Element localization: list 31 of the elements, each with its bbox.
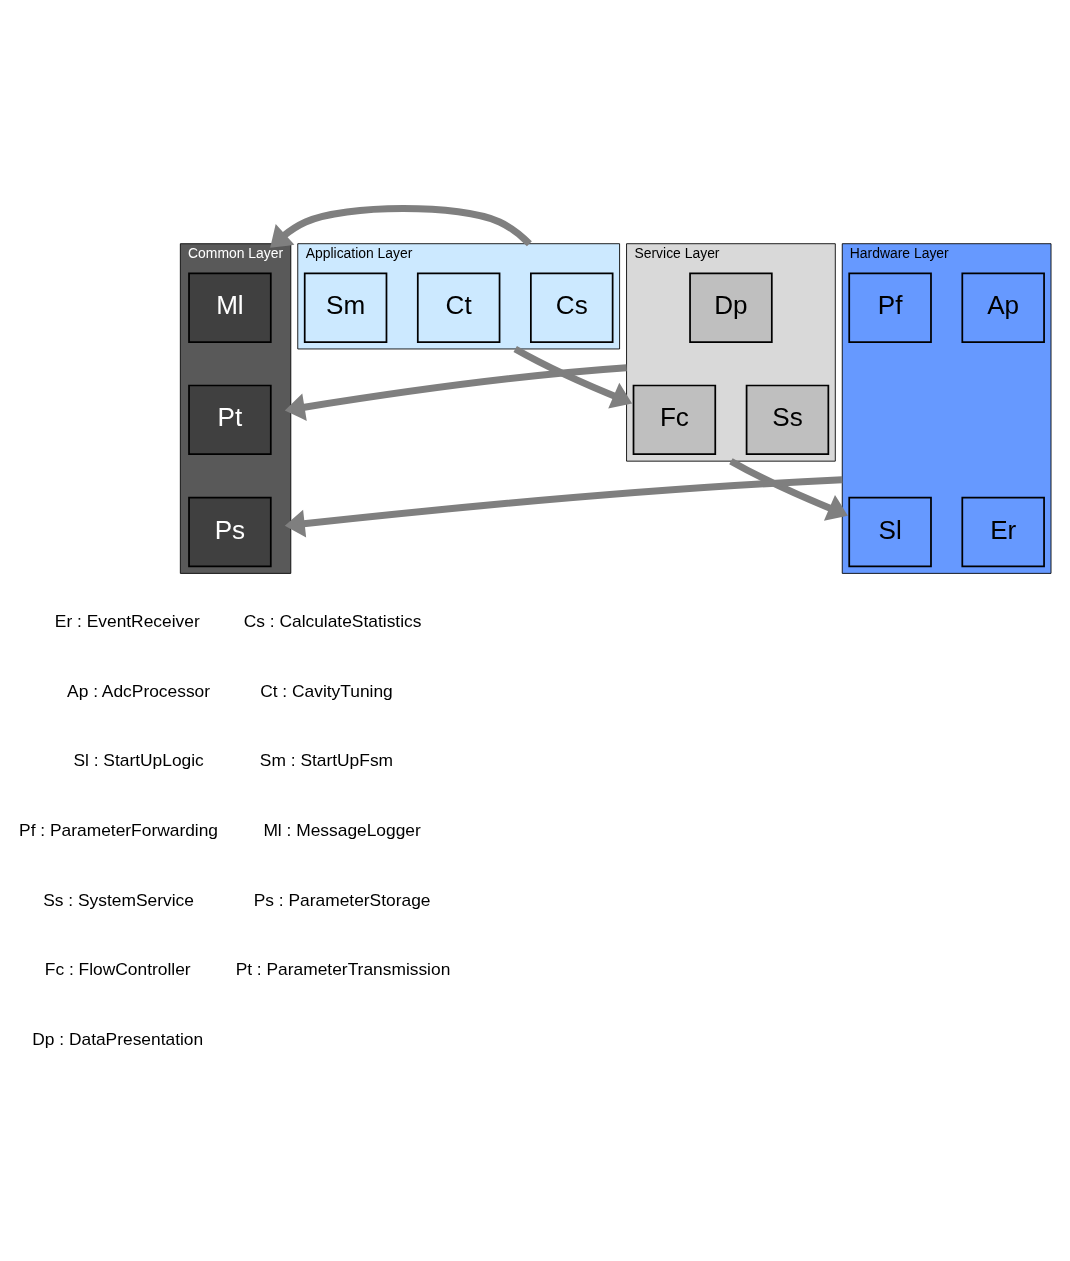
- label: Ct : CavityTuning: [260, 680, 393, 701]
- node-box: Ml: [188, 271, 272, 343]
- node-box: Sl: [848, 496, 932, 567]
- arrow: [270, 204, 532, 248]
- label: Fc : FlowController: [44, 958, 191, 979]
- node-box: Fc: [632, 384, 717, 455]
- arrow: [284, 363, 627, 421]
- label: Sl : StartUpLogic: [73, 749, 204, 770]
- node-box: Pf: [848, 271, 932, 343]
- node-box: Cs: [530, 271, 614, 343]
- arrow: [284, 475, 843, 538]
- label: Ml : MessageLogger: [263, 819, 421, 840]
- label: Er : EventReceiver: [54, 610, 200, 631]
- label: Pf : ParameterForwarding: [19, 819, 219, 840]
- node-box: Ss: [745, 384, 830, 455]
- label: Sm : StartUpFsm: [259, 749, 394, 770]
- node-box: Ap: [961, 271, 1045, 343]
- node-box: Er: [961, 496, 1045, 567]
- label: Pt : ParameterTransmission: [235, 958, 451, 979]
- node-box: Ct: [416, 271, 501, 343]
- label: Ap : AdcProcessor: [67, 680, 211, 701]
- arrow: [729, 457, 848, 521]
- node-box: Sm: [303, 271, 388, 343]
- label: Ps : ParameterStorage: [253, 889, 431, 910]
- label: Dp : DataPresentation: [32, 1028, 204, 1049]
- node-box: Ps: [188, 496, 272, 567]
- arrow: [513, 345, 633, 408]
- node-box: Pt: [188, 384, 272, 455]
- label: Cs : CalculateStatistics: [243, 610, 422, 631]
- label: Ss : SystemService: [43, 889, 194, 910]
- node-box: Dp: [689, 271, 773, 343]
